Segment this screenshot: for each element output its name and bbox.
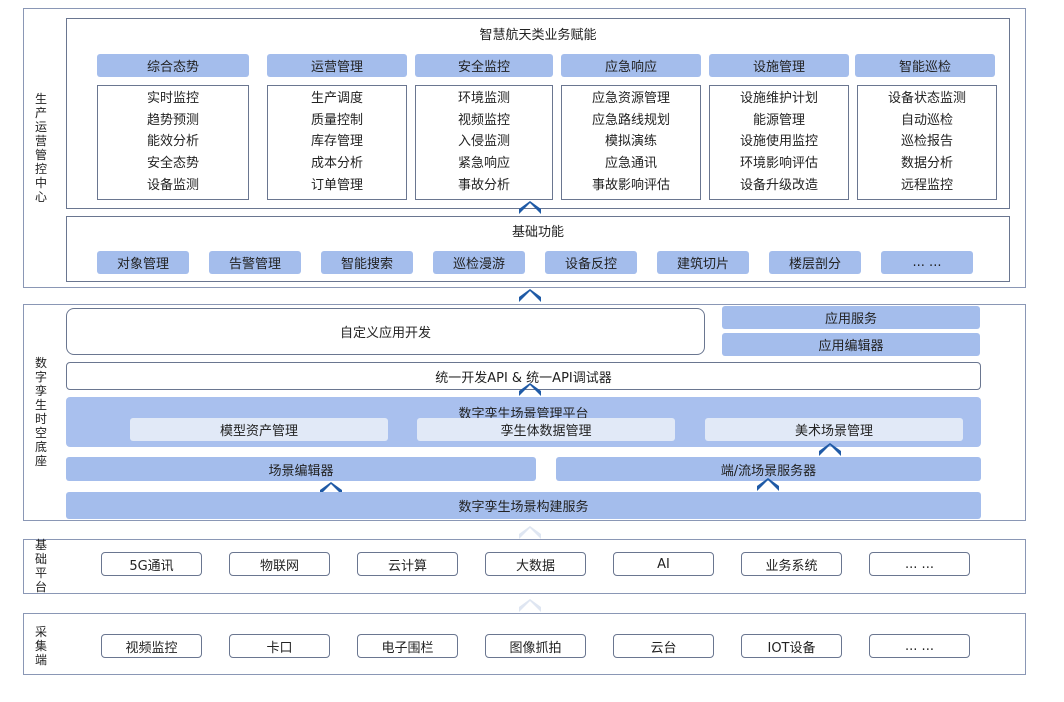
- column-header-inspection[interactable]: 智能巡检: [855, 54, 995, 77]
- list-item[interactable]: 视频监控: [457, 112, 510, 128]
- list-item[interactable]: 设施使用监控: [739, 134, 818, 150]
- app-service[interactable]: 应用服务: [722, 306, 980, 329]
- up-arrow-icon: [519, 383, 541, 396]
- custom-app-dev[interactable]: 自定义应用开发: [66, 308, 705, 355]
- collect-item-ptz[interactable]: 云台: [613, 634, 714, 658]
- app-editor[interactable]: 应用编辑器: [722, 333, 980, 356]
- list-item[interactable]: 库存管理: [310, 134, 363, 150]
- base-item-ai[interactable]: AI: [613, 552, 714, 576]
- scene-build-service[interactable]: 数字孪生场景构建服务: [66, 492, 981, 519]
- art-scene-mgmt[interactable]: 美术场景管理: [705, 418, 963, 441]
- list-item[interactable]: 事故影响评估: [591, 178, 670, 194]
- up-arrow-icon: [757, 478, 779, 491]
- list-item[interactable]: 数据分析: [900, 156, 953, 172]
- list-item[interactable]: 设施维护计划: [739, 90, 818, 106]
- collect-item-video[interactable]: 视频监控: [101, 634, 202, 658]
- basic-item-floor-split[interactable]: 楼层剖分: [769, 251, 861, 274]
- column-header-emergency[interactable]: 应急响应: [561, 54, 701, 77]
- column-list-facility: 设施维护计划 能源管理 设施使用监控 环境影响评估 设备升级改造: [709, 85, 849, 200]
- basic-item-alarm-mgmt[interactable]: 告警管理: [209, 251, 301, 274]
- up-arrow-faded-icon: [519, 526, 541, 539]
- column-list-security: 环境监测 视频监控 入侵监测 紧急响应 事故分析: [415, 85, 553, 200]
- basic-item-patrol-roam[interactable]: 巡检漫游: [433, 251, 525, 274]
- list-item[interactable]: 紧急响应: [457, 156, 510, 172]
- base-item-iot[interactable]: 物联网: [229, 552, 330, 576]
- list-item[interactable]: 远程监控: [900, 178, 953, 194]
- list-item[interactable]: 自动巡检: [900, 112, 953, 128]
- up-arrow-icon: [519, 289, 541, 302]
- collect-item-checkpoint[interactable]: 卡口: [229, 634, 330, 658]
- list-item[interactable]: 趋势预测: [146, 112, 199, 128]
- up-arrow-icon: [320, 482, 342, 495]
- basic-item-more[interactable]: ... ...: [881, 251, 973, 274]
- basic-functions-title: 基础功能: [511, 225, 564, 240]
- list-item[interactable]: 生产调度: [310, 90, 363, 106]
- collect-item-iot[interactable]: IOT设备: [741, 634, 842, 658]
- collect-item-capture[interactable]: 图像抓拍: [485, 634, 586, 658]
- base-item-cloud[interactable]: 云计算: [357, 552, 458, 576]
- column-list-inspection: 设备状态监测 自动巡检 巡检报告 数据分析 远程监控: [857, 85, 997, 200]
- list-item[interactable]: 环境影响评估: [739, 156, 818, 172]
- base-item-more[interactable]: ... ...: [869, 552, 970, 576]
- list-item[interactable]: 巡检报告: [900, 134, 953, 150]
- unified-api[interactable]: 统一开发API & 统一API调试器: [66, 362, 981, 390]
- base-item-bigdata[interactable]: 大数据: [485, 552, 586, 576]
- list-item[interactable]: 环境监测: [457, 90, 510, 106]
- twin-data-mgmt[interactable]: 孪生体数据管理: [417, 418, 675, 441]
- model-asset-mgmt[interactable]: 模型资产管理: [130, 418, 388, 441]
- business-title: 智慧航天类业务赋能: [479, 28, 597, 43]
- list-item[interactable]: 设备升级改造: [739, 178, 818, 194]
- list-item[interactable]: 设备状态监测: [887, 90, 966, 106]
- column-list-operations: 生产调度 质量控制 库存管理 成本分析 订单管理: [267, 85, 407, 200]
- column-header-facility[interactable]: 设施管理: [709, 54, 849, 77]
- list-item[interactable]: 能源管理: [752, 112, 805, 128]
- scene-server[interactable]: 端/流场景服务器: [556, 457, 981, 481]
- list-item[interactable]: 应急路线规划: [591, 112, 670, 128]
- basic-item-object-mgmt[interactable]: 对象管理: [97, 251, 189, 274]
- collect-layer-label: 采集端: [34, 625, 47, 667]
- list-item[interactable]: 成本分析: [310, 156, 363, 172]
- center-layer-label: 生产运营管控中心: [34, 92, 47, 204]
- list-item[interactable]: 实时监控: [146, 90, 199, 106]
- collect-item-fence[interactable]: 电子围栏: [357, 634, 458, 658]
- list-item[interactable]: 质量控制: [310, 112, 363, 128]
- list-item[interactable]: 能效分析: [146, 134, 199, 150]
- column-header-security[interactable]: 安全监控: [415, 54, 553, 77]
- up-arrow-faded-icon: [519, 599, 541, 612]
- base-layer-label: 基础平台: [34, 538, 47, 594]
- basic-item-building-slice[interactable]: 建筑切片: [657, 251, 749, 274]
- column-header-overview[interactable]: 综合态势: [97, 54, 249, 77]
- base-item-5g[interactable]: 5G通讯: [101, 552, 202, 576]
- twin-layer-label: 数字孪生时空底座: [34, 356, 47, 468]
- column-list-emergency: 应急资源管理 应急路线规划 模拟演练 应急通讯 事故影响评估: [561, 85, 701, 200]
- up-arrow-icon: [519, 201, 541, 214]
- list-item[interactable]: 安全态势: [146, 156, 199, 172]
- list-item[interactable]: 设备监测: [146, 178, 199, 194]
- column-header-operations[interactable]: 运营管理: [267, 54, 407, 77]
- list-item[interactable]: 应急资源管理: [591, 90, 670, 106]
- base-item-business[interactable]: 业务系统: [741, 552, 842, 576]
- list-item[interactable]: 订单管理: [310, 178, 363, 194]
- list-item[interactable]: 模拟演练: [604, 134, 657, 150]
- scene-editor[interactable]: 场景编辑器: [66, 457, 536, 481]
- list-item[interactable]: 事故分析: [457, 178, 510, 194]
- basic-item-device-control[interactable]: 设备反控: [545, 251, 637, 274]
- list-item[interactable]: 应急通讯: [604, 156, 657, 172]
- basic-item-smart-search[interactable]: 智能搜索: [321, 251, 413, 274]
- list-item[interactable]: 入侵监测: [457, 134, 510, 150]
- up-arrow-icon: [819, 443, 841, 456]
- collect-item-more[interactable]: ... ...: [869, 634, 970, 658]
- column-list-overview: 实时监控 趋势预测 能效分析 安全态势 设备监测: [97, 85, 249, 200]
